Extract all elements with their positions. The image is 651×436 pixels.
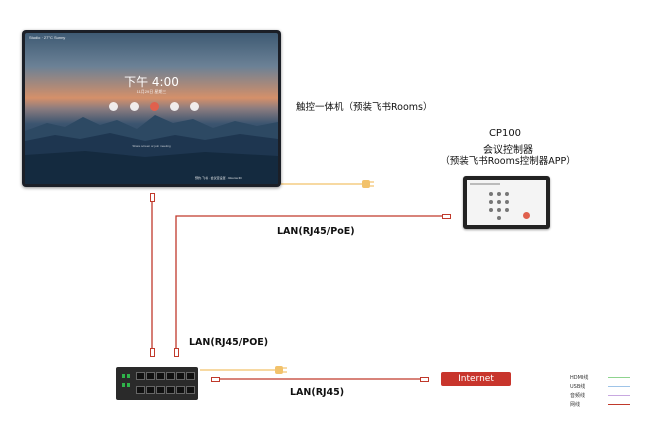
screen-hint: Share screen or join meeting — [132, 144, 171, 148]
lan-poe-lower-label: LAN(RJ45/POE) — [189, 337, 269, 348]
panel-label: 触控一体机（预装飞书Rooms） — [296, 102, 433, 113]
settings-icon[interactable] — [190, 102, 199, 111]
controller-name: 会议控制器 — [483, 145, 533, 156]
switch-uplink-port-icon — [211, 377, 220, 382]
controller-topbar — [470, 183, 500, 185]
controller-sub: （预装飞书Rooms控制器APP） — [440, 156, 576, 167]
switch-lan-port-a-icon — [150, 348, 155, 357]
meeting-icon[interactable] — [150, 102, 159, 111]
controller-rj45-port-icon — [442, 214, 451, 219]
switch-lan-port-b-icon — [174, 348, 179, 357]
meeting-controller-device — [463, 176, 550, 229]
screen-status: Studio · 27°C Sunny — [29, 35, 66, 40]
whiteboard-icon[interactable] — [170, 102, 179, 111]
mountain-backdrop — [25, 115, 278, 184]
switch-power-plug-icon — [275, 366, 287, 374]
screen-footer: 预约·飞书 · 会议室设置 · Rooms ID — [195, 176, 242, 180]
internet-badge: Internet — [441, 372, 511, 386]
touch-panel-device: Studio · 27°C Sunny 下午 4:00 11月29日 星期三 S… — [22, 30, 281, 187]
video-icon[interactable] — [109, 102, 118, 111]
network-switch-device — [116, 367, 198, 400]
screen-date: 11月29日 星期三 — [136, 89, 167, 94]
controller-model: CP100 — [488, 128, 522, 139]
lan-poe-upper-label: LAN(RJ45/PoE) — [277, 226, 355, 237]
internet-port-icon — [420, 377, 429, 382]
controller-screen — [467, 180, 546, 225]
call-button-icon[interactable] — [523, 212, 530, 219]
panel-power-plug-icon — [362, 180, 374, 188]
share-screen-icon[interactable] — [130, 102, 139, 111]
lan-label: LAN(RJ45) — [290, 387, 345, 398]
controller-lan-cable — [175, 215, 442, 348]
touch-panel-screen: Studio · 27°C Sunny 下午 4:00 11月29日 星期三 S… — [25, 33, 278, 184]
panel-rj45-port-icon — [150, 193, 155, 202]
screen-time: 下午 4:00 — [124, 75, 179, 89]
